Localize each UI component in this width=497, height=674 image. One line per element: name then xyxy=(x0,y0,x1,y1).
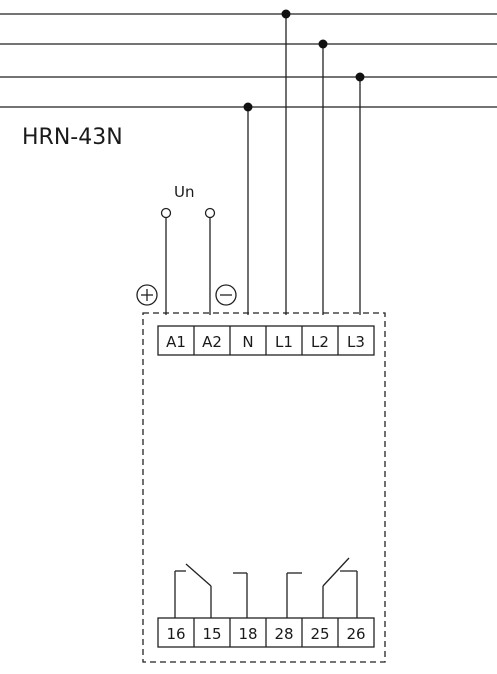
top-terminal-block: A1 A2 N L1 L2 L3 xyxy=(157,325,375,356)
bottom-terminal-block: 16 15 18 28 25 26 xyxy=(157,617,375,648)
supply-input: Un xyxy=(160,183,216,315)
junction-dot-l1 xyxy=(281,9,291,19)
device-label: HRN-43N xyxy=(22,125,123,150)
junction-dot-l2 xyxy=(318,39,328,49)
supply-label: Un xyxy=(174,183,195,201)
supply-terminal-a2 xyxy=(204,207,216,219)
terminal-l3: L3 xyxy=(347,333,365,351)
terminal-l2: L2 xyxy=(311,333,329,351)
supply-bus-lines xyxy=(0,13,497,108)
terminal-l1: L1 xyxy=(275,333,293,351)
terminal-15: 15 xyxy=(202,625,221,643)
terminal-18: 18 xyxy=(238,625,257,643)
terminal-16: 16 xyxy=(166,625,185,643)
terminal-a1: A1 xyxy=(166,333,186,351)
terminal-n: N xyxy=(242,333,253,351)
supply-terminal-a1 xyxy=(160,207,172,219)
polarity-minus-symbol xyxy=(215,284,237,306)
terminal-a2: A2 xyxy=(202,333,222,351)
terminal-26: 26 xyxy=(346,625,365,643)
bus-connections xyxy=(243,9,365,315)
relay-contact-1 xyxy=(174,563,248,618)
polarity-plus-symbol xyxy=(136,284,158,306)
relay-contact-2 xyxy=(286,557,358,618)
terminal-28: 28 xyxy=(274,625,293,643)
terminal-25: 25 xyxy=(310,625,329,643)
junction-dot-n xyxy=(243,102,253,112)
device-enclosure xyxy=(142,312,386,663)
junction-dot-l3 xyxy=(355,72,365,82)
